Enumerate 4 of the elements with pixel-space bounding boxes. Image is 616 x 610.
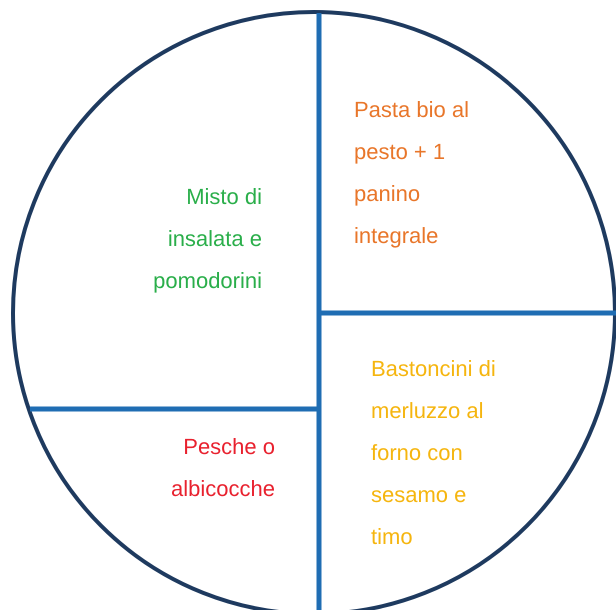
food-label: Pesche o albicocche	[170, 433, 275, 503]
food-label: Bastoncini di merluzzo al forno con sesamo e timo	[371, 355, 497, 551]
food-label: Misto di insalata e pomodorini	[152, 183, 262, 295]
food-label: Pasta bio al pesto + 1 panino integrale	[354, 96, 470, 250]
